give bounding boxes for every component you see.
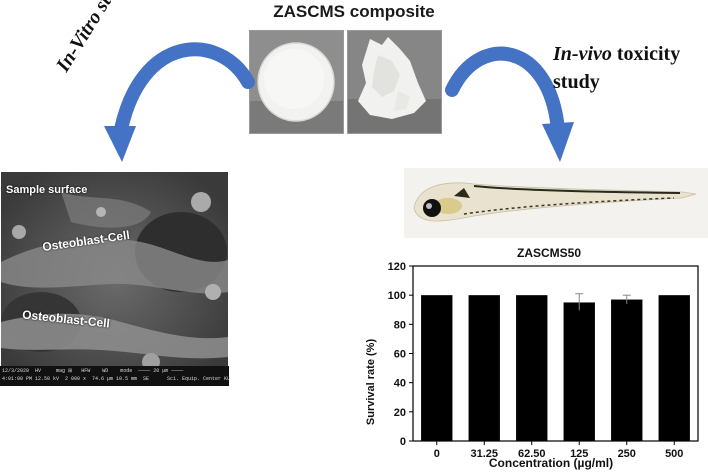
sem-info-bar: 12/3/2020 HV mag ⊞ HFW WD mode ———— 20 µ… [0, 366, 231, 386]
y-tick-label: 60 [394, 349, 406, 361]
x-tick-label: 0 [434, 448, 440, 460]
x-tick-label: 500 [665, 448, 683, 460]
chart-title: ZASCMS50 [517, 246, 581, 260]
chart-x-axis-label: Concentration (µg/ml) [489, 456, 613, 470]
survival-rate-chart: ZASCMS50 Survival rate (%) Concentration… [360, 242, 708, 473]
in-vivo-toxicity-label: In-vivo toxicity study [553, 40, 680, 96]
bar-125 [563, 302, 595, 441]
in-vivo-text: In-vivo [553, 43, 612, 65]
study-text-2: study [553, 71, 600, 93]
x-tick-label: 62.50 [518, 448, 546, 460]
y-tick-label: 120 [388, 261, 406, 273]
right-curved-arrow-icon [445, 46, 574, 162]
sem-info-line-2: 4:01:00 PM 12.50 kV 2 000 x 74.6 µm 10.5… [2, 376, 231, 382]
sem-info-line-1: 12/3/2020 HV mag ⊞ HFW WD mode ———— 20 µ… [2, 368, 184, 374]
y-tick-label: 80 [394, 319, 406, 331]
bar-31.25 [468, 295, 500, 441]
left-curved-arrow-icon [104, 42, 255, 162]
bar-500 [658, 295, 690, 441]
bar-62.50 [516, 295, 548, 441]
zebrafish-larva-photo [404, 168, 708, 238]
y-tick-label: 40 [394, 378, 406, 390]
x-tick-label: 250 [618, 448, 636, 460]
page-title: ZASCMS composite [273, 2, 435, 21]
y-tick-label: 100 [388, 290, 406, 302]
bar-0 [421, 295, 453, 441]
composite-powder-photo [347, 30, 442, 134]
y-tick-label: 20 [394, 407, 406, 419]
toxicity-text: toxicity [611, 43, 681, 65]
y-tick-label: 0 [400, 436, 406, 448]
x-tick-label: 125 [570, 448, 588, 460]
composite-disc-photo [249, 30, 344, 134]
sample-surface-label: Sample surface [6, 184, 88, 196]
bar-250 [611, 299, 643, 441]
sem-micrograph [1, 172, 228, 385]
chart-y-axis-label: Survival rate (%) [365, 339, 377, 426]
x-tick-label: 31.25 [470, 448, 498, 460]
